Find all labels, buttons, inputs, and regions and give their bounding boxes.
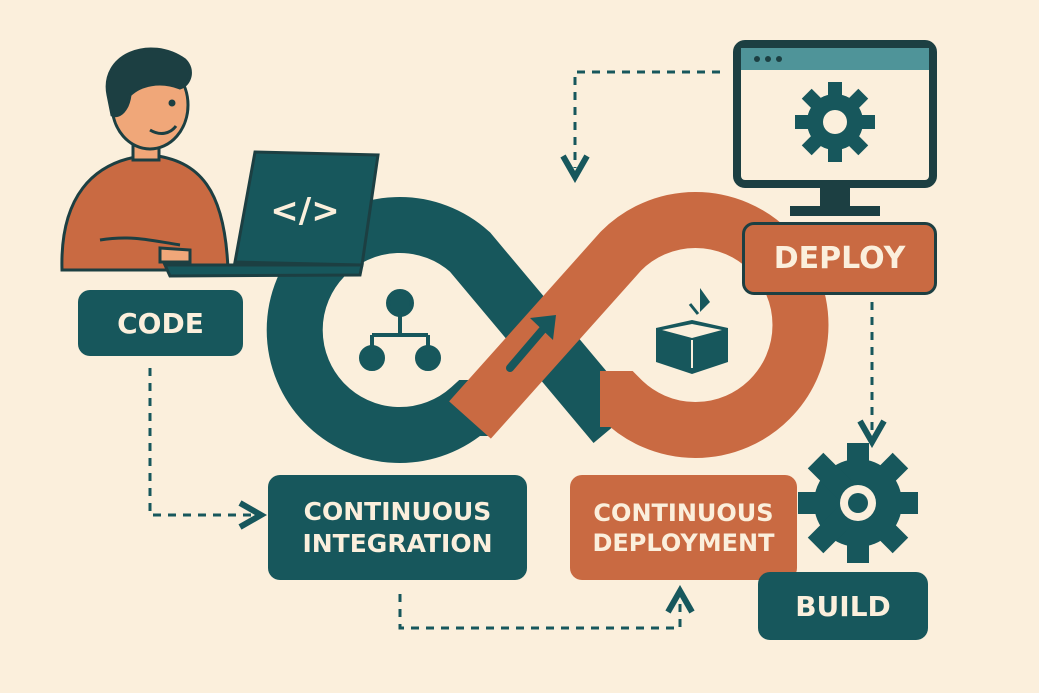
arrow-up-right-icon bbox=[506, 315, 556, 372]
infinity-loop-orange bbox=[449, 192, 829, 458]
build-text: BUILD bbox=[795, 589, 891, 623]
code-text: CODE bbox=[117, 306, 204, 340]
continuous-integration-label: CONTINUOUS INTEGRATION bbox=[268, 475, 527, 580]
dashed-arrow-code-to-ci bbox=[148, 368, 252, 515]
developer-person bbox=[60, 47, 230, 272]
code-label: CODE bbox=[78, 290, 243, 356]
ci-line2: INTEGRATION bbox=[302, 528, 493, 558]
cd-line2: DEPLOYMENT bbox=[592, 528, 775, 557]
ci-line1: CONTINUOUS bbox=[303, 497, 492, 527]
laptop-code-icon: </> bbox=[162, 150, 380, 278]
continuous-deployment-label: CONTINUOUS DEPLOYMENT bbox=[570, 475, 797, 580]
hierarchy-icon bbox=[359, 289, 441, 371]
monitor-gear-icon bbox=[733, 40, 937, 216]
laptop-code-text: </> bbox=[270, 191, 339, 231]
build-label: BUILD bbox=[758, 572, 928, 640]
dashed-arrow-monitor-to-loop bbox=[575, 70, 720, 168]
gear-icon bbox=[798, 443, 918, 563]
deploy-text: DEPLOY bbox=[773, 240, 906, 276]
dashed-arrow-ci-to-cd bbox=[398, 594, 680, 630]
deploy-label: DEPLOY bbox=[742, 222, 937, 295]
cd-line1: CONTINUOUS bbox=[593, 498, 774, 527]
infinity-loop-teal bbox=[266, 197, 637, 463]
box-download-icon bbox=[656, 288, 728, 374]
